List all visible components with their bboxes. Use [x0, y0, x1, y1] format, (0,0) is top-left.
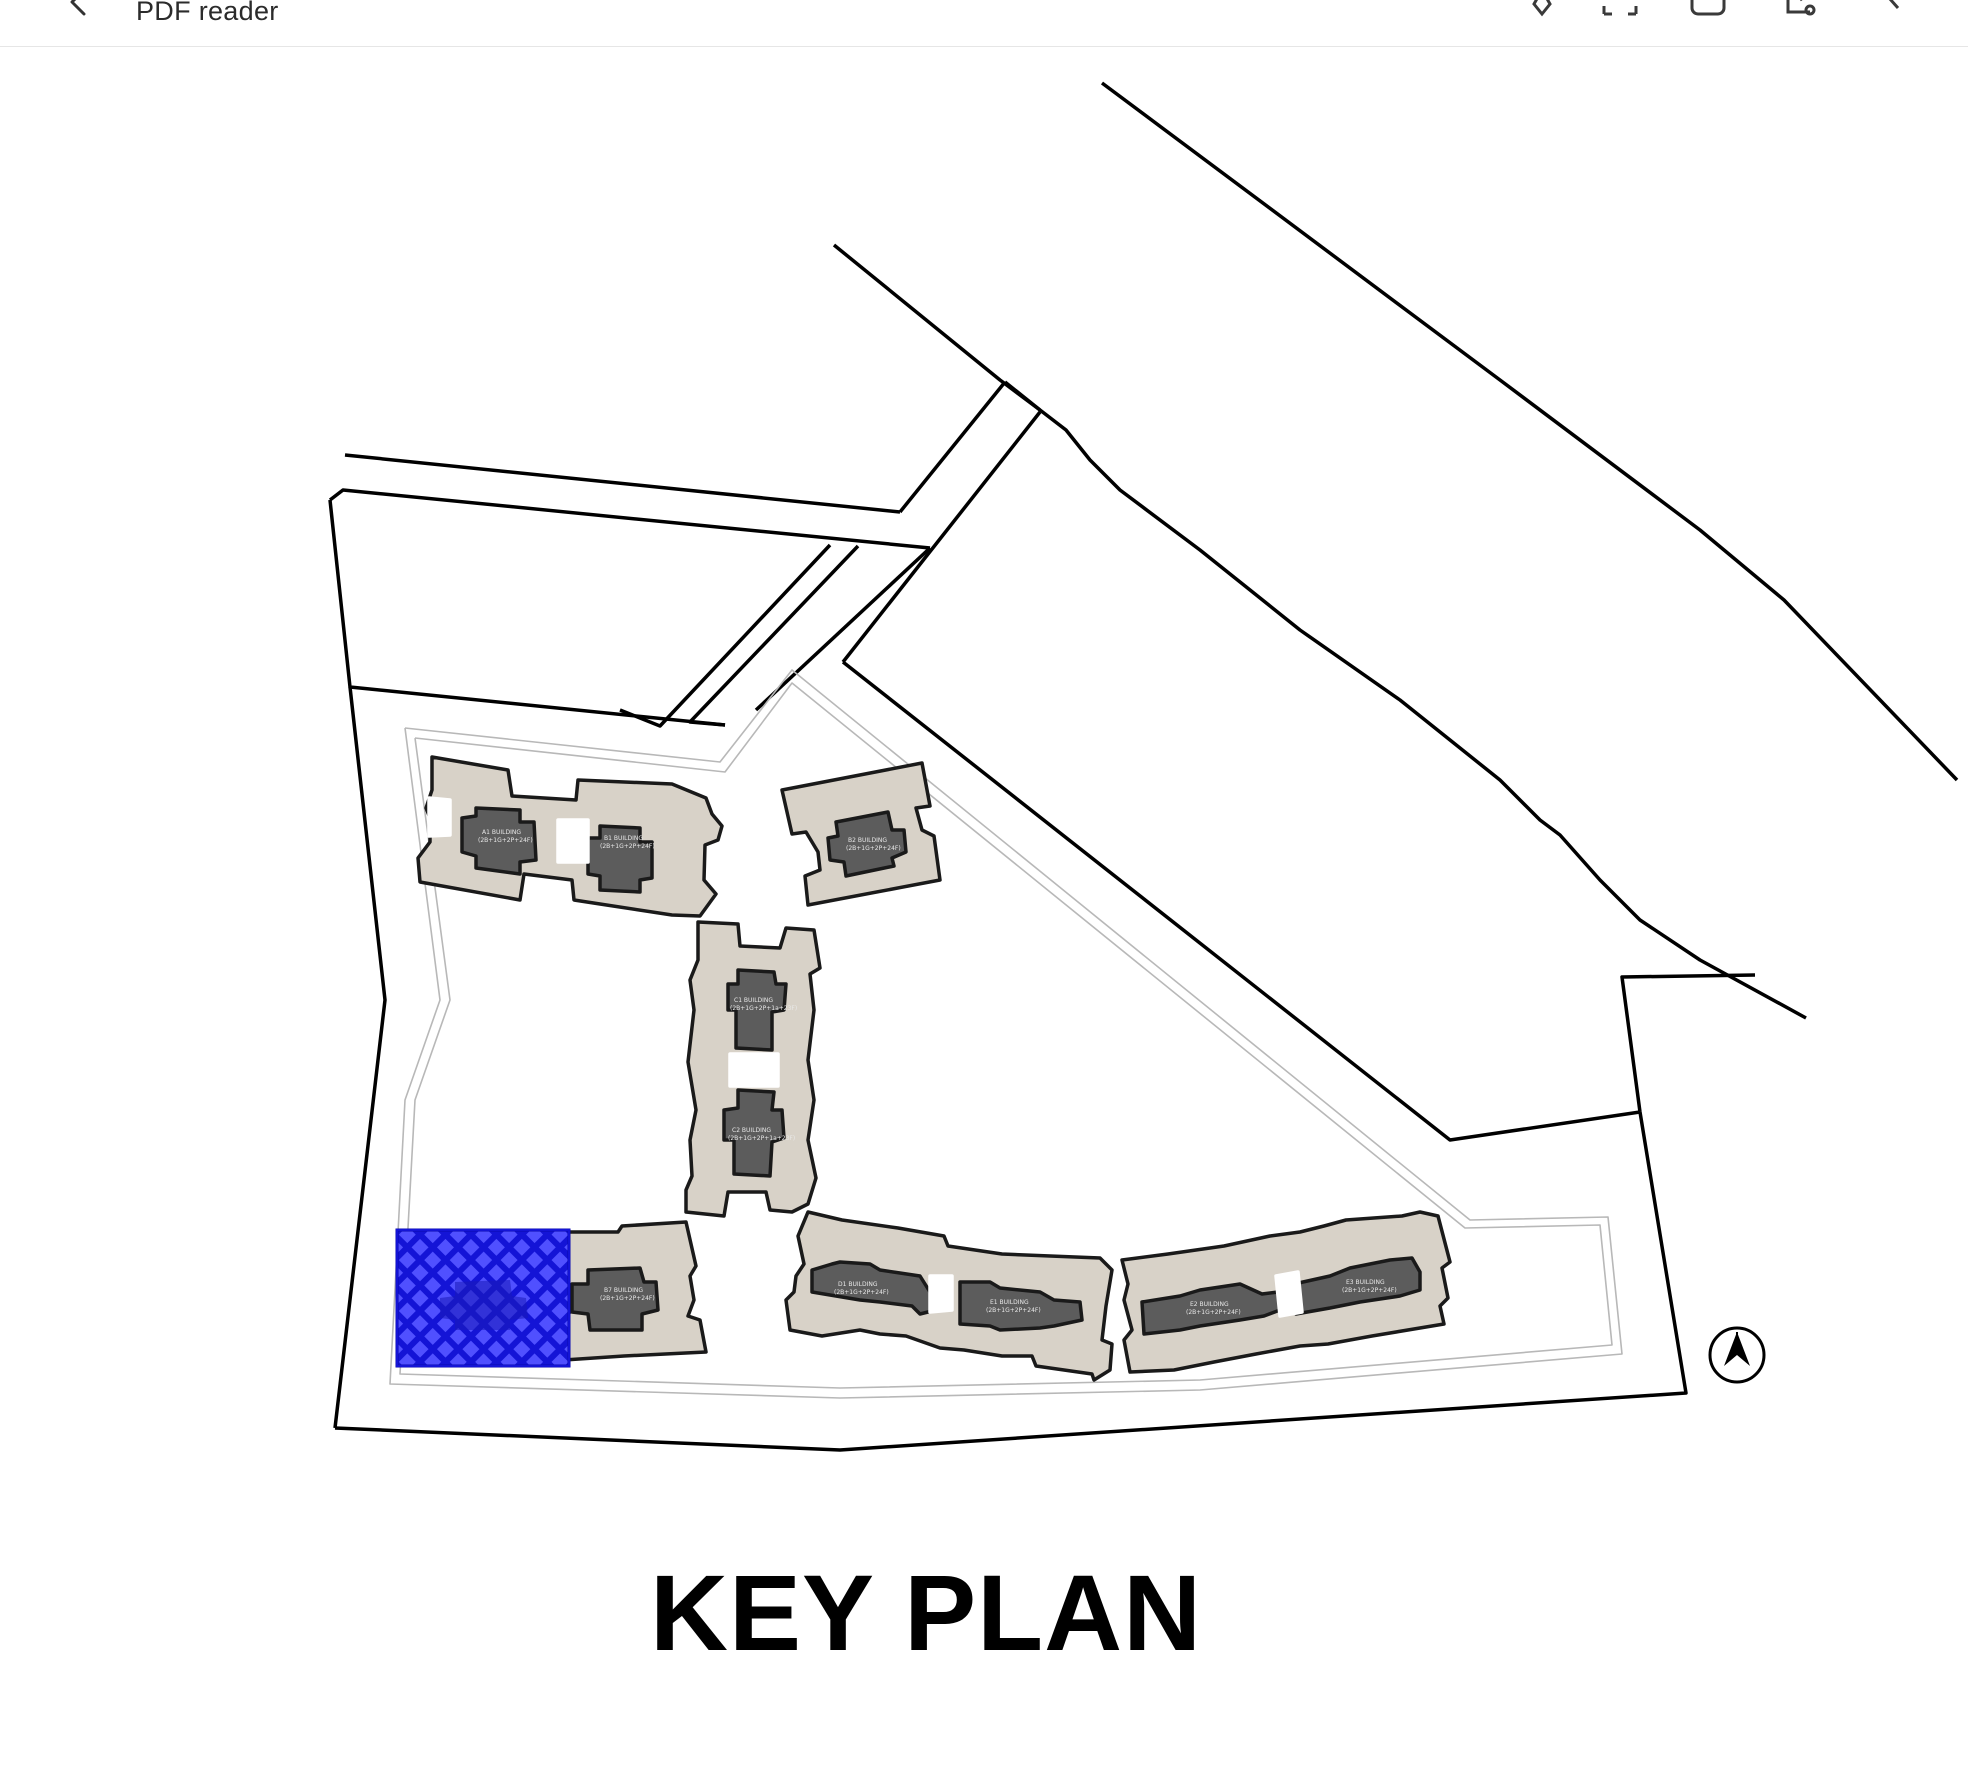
share-icon[interactable] [1780, 0, 1824, 18]
building-label-e2-name: E2 BUILDING [1190, 1301, 1229, 1308]
building-label-b1-floors: (2B+1G+2P+24F) [600, 843, 655, 850]
building-label-c2-name: C2 BUILDING [732, 1127, 771, 1134]
building-label-a1-floors: (2B+1G+2P+24F) [478, 837, 533, 844]
fullscreen-icon[interactable] [1598, 0, 1642, 18]
building-labels: A1 BUILDING (2B+1G+2P+24F) B1 BUILDING (… [478, 829, 1397, 1316]
building-e2-e3 [1120, 1210, 1452, 1374]
layers-icon[interactable] [1686, 0, 1730, 18]
building-b7 [558, 1220, 708, 1362]
building-d1-e1 [784, 1210, 1114, 1382]
building-label-e1-name: E1 BUILDING [990, 1299, 1029, 1306]
app-title: PDF reader [136, 0, 279, 26]
top-toolbar: PDF reader [0, 0, 1968, 47]
building-label-d1-floors: (2B+1G+2P+24F) [834, 1289, 889, 1296]
back-arrow-icon[interactable] [58, 0, 98, 22]
key-plan-title: KEY PLAN [650, 1552, 1203, 1673]
site-boundary-lines [328, 81, 1959, 1452]
building-label-d1-name: D1 BUILDING [838, 1281, 878, 1288]
highlighted-building[interactable] [395, 1228, 571, 1368]
pdf-page-viewer[interactable]: A1 BUILDING (2B+1G+2P+24F) B1 BUILDING (… [0, 47, 1968, 1790]
building-c1-c2 [684, 920, 822, 1218]
more-icon[interactable] [1868, 0, 1912, 18]
inner-site-boundary [389, 669, 1623, 1399]
building-label-c1-name: C1 BUILDING [734, 997, 773, 1004]
building-label-b2-floors: (2B+1G+2P+24F) [846, 845, 901, 852]
building-label-c1-floors: (2B+1G+2P+1a+23F) [730, 1005, 797, 1012]
site-key-plan-drawing: A1 BUILDING (2B+1G+2P+24F) B1 BUILDING (… [328, 81, 1959, 1452]
building-label-a1-name: A1 BUILDING [482, 829, 521, 836]
building-label-b7-floors: (2B+1G+2P+24F) [600, 1295, 655, 1302]
building-label-e3-name: E3 BUILDING [1346, 1279, 1385, 1286]
building-label-e3-floors: (2B+1G+2P+24F) [1342, 1287, 1397, 1294]
building-label-b7-name: B7 BUILDING [604, 1287, 643, 1294]
building-b2 [780, 761, 942, 907]
building-label-b2-name: B2 BUILDING [848, 837, 887, 844]
north-arrow-icon [1708, 1326, 1766, 1384]
building-label-b1-name: B1 BUILDING [604, 835, 643, 842]
building-label-c2-floors: (2B+1G+2P+1a+23F) [728, 1135, 795, 1142]
building-label-e2-floors: (2B+1G+2P+24F) [1186, 1309, 1241, 1316]
pen-icon[interactable] [1520, 0, 1564, 18]
buildings [416, 755, 1452, 1382]
building-label-e1-floors: (2B+1G+2P+24F) [986, 1307, 1041, 1314]
building-a1-b1 [416, 755, 724, 918]
